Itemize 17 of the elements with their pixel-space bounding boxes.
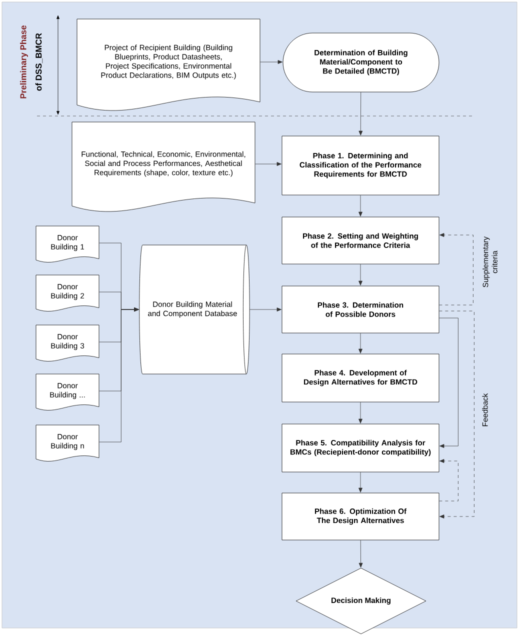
arrow (439, 233, 474, 306)
arrow (439, 459, 458, 502)
arrow (358, 472, 362, 492)
arrow (255, 162, 282, 166)
arrow (358, 333, 362, 354)
arrow (260, 60, 282, 64)
arrow (358, 195, 362, 216)
arrow (358, 540, 363, 568)
arrow (358, 92, 363, 136)
arrow (439, 310, 474, 518)
arrow (99, 308, 139, 442)
phase-label: of DSS_BMCR (35, 33, 43, 91)
arrow (250, 308, 282, 312)
phase-label: Preliminary Phase (20, 25, 28, 98)
arrow (358, 264, 362, 286)
arrow (439, 318, 458, 448)
arrow (358, 402, 362, 424)
